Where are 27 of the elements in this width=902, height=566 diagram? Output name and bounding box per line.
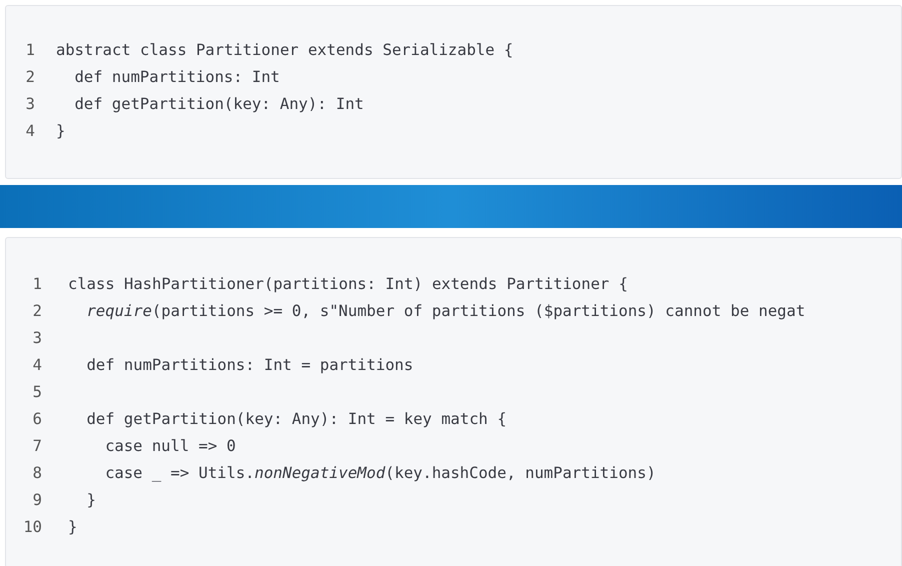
line-number: 7 (32, 436, 42, 457)
banner-bar (0, 185, 902, 228)
line-number: 1 (24, 40, 35, 61)
code-line: def numPartitions: Int = partitions (86, 355, 414, 376)
line-number: 5 (32, 382, 42, 403)
code-line: def numPartitions: Int (74, 67, 280, 88)
code-line: } (56, 121, 66, 142)
code-line: class HashPartitioner(partitions: Int) extends Partitioner { (68, 274, 628, 295)
line-number: 3 (24, 94, 35, 115)
code-line: } (86, 490, 96, 511)
line-number: 2 (24, 67, 35, 88)
line-number: 4 (32, 355, 42, 376)
line-number: 6 (32, 409, 42, 430)
line-number: 10 (22, 517, 42, 538)
code-line: abstract class Partitioner extends Serializable { (56, 40, 514, 61)
line-number: 4 (24, 121, 35, 142)
line-number: 3 (32, 328, 42, 349)
code-line: def getPartition(key: Any): Int (74, 94, 364, 115)
line-number: 1 (32, 274, 42, 295)
line-number: 2 (32, 301, 42, 322)
code-line: def getPartition(key: Any): Int = key match { (86, 409, 507, 430)
line-number: 9 (32, 490, 42, 511)
code-line: case _ => Utils.nonNegativeMod(key.hashCode, numPartitions) (105, 463, 656, 484)
code-line: case null => 0 (105, 436, 236, 457)
line-number: 8 (32, 463, 42, 484)
code-line: } (68, 517, 78, 538)
code-line: require(partitions >= 0, s"Number of partitions ($partitions) cannot be negat (86, 301, 806, 322)
